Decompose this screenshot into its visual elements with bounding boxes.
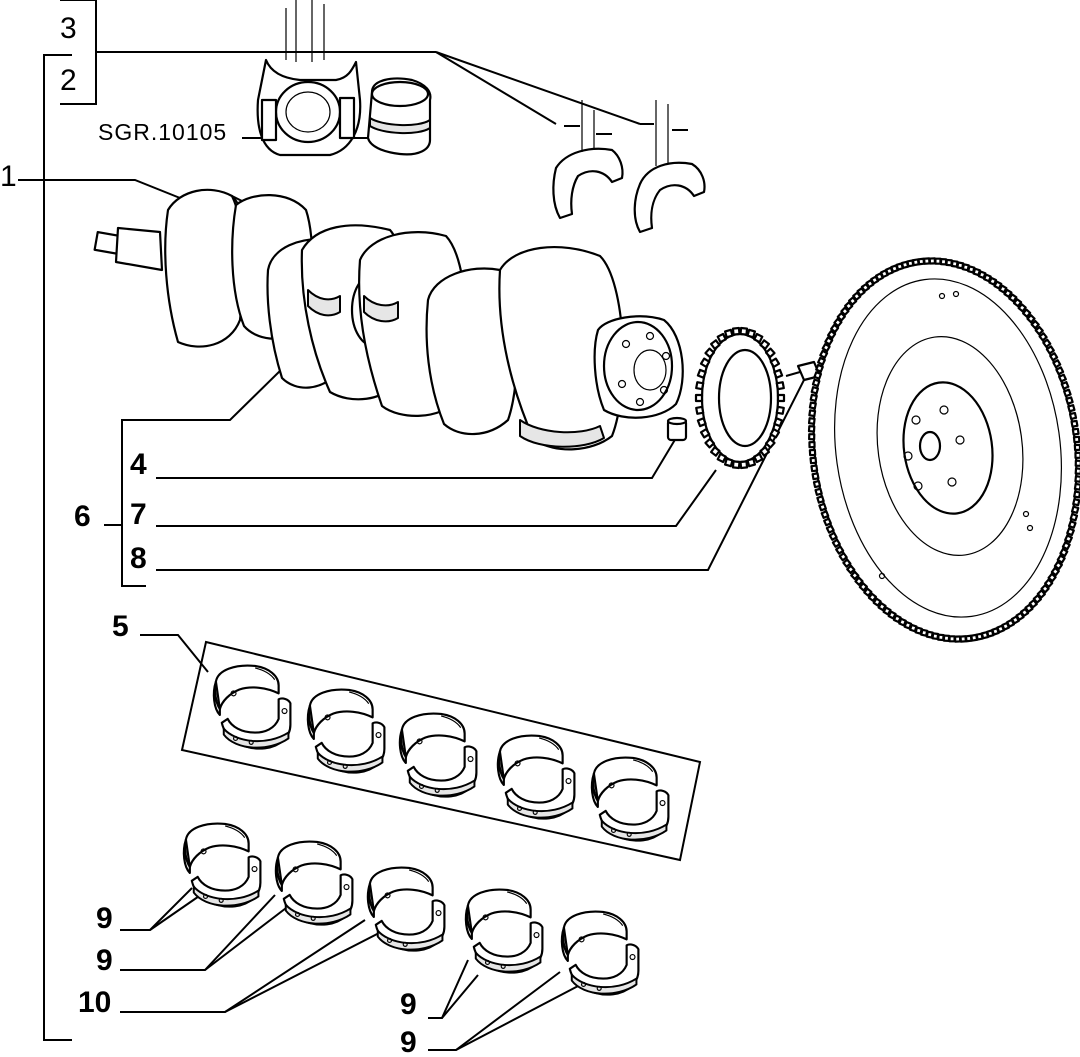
tool-code: SGR.10105 [98,119,227,145]
callout-9-b: 9 [96,944,113,977]
callout-9-a: 9 [96,902,113,935]
kit-bearing-shell-5 [590,756,670,842]
kit-bearing-shell-4 [496,734,576,820]
callout-6: 6 [74,500,91,533]
thrust-washer-left [552,100,624,220]
callout-10: 10 [78,986,111,1019]
callout-1: 1 [0,160,17,193]
crankshaft [93,188,684,451]
dowel-pin [666,416,688,442]
callout-9-d: 9 [400,1026,417,1057]
callout-3: 3 [60,12,77,45]
loose-bearing-shell-4 [464,888,544,974]
connecting-rod [256,0,362,157]
callout-5: 5 [112,610,129,643]
loose-bearing-shell-2 [274,840,354,926]
callout-8: 8 [130,542,147,575]
kit-bearing-shell-1 [212,664,292,750]
loose-bearing-shells [182,822,640,996]
conrod-bearing-shell [366,77,432,156]
loose-bearing-shell-1 [182,822,262,908]
thrust-washer-right [633,100,706,234]
kit-bearing-shell-3 [398,712,478,798]
callout-7: 7 [130,498,147,531]
main-bearing-shells [212,664,670,842]
bracket-group-1 [43,0,436,1041]
kit-bearing-shell-2 [306,688,386,774]
main-bearing-kit [180,640,702,862]
loose-bearing-shell-5 [560,910,640,996]
flywheel [807,257,1080,643]
callout-9-c: 9 [400,988,417,1021]
callout-4: 4 [130,448,147,481]
loose-bearing-shell-3 [366,866,446,952]
callout-2: 2 [60,64,77,97]
timing-gear [694,326,786,470]
